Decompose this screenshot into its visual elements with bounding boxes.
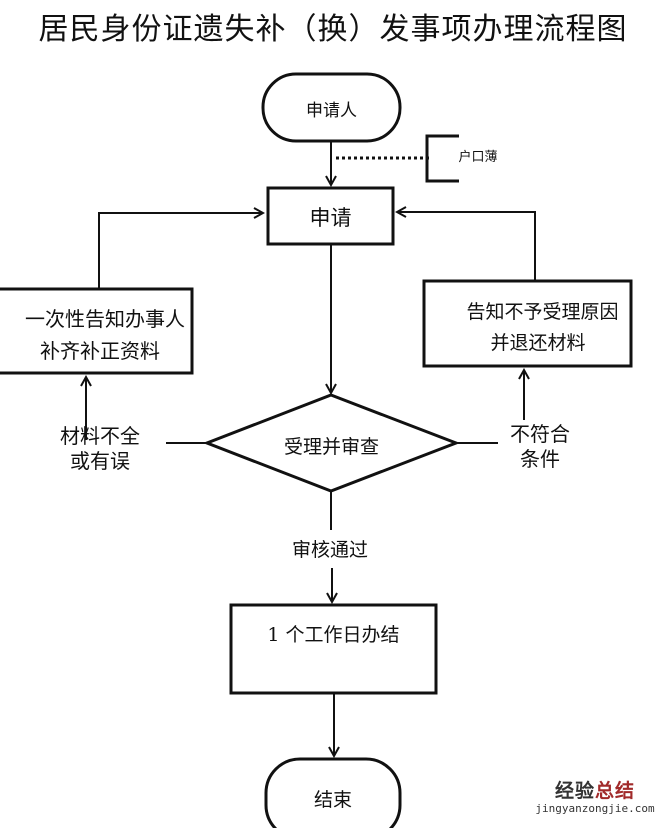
review-label: 受理并审查 (283, 436, 379, 458)
notify-reject-box (422, 279, 633, 368)
incomplete-label-line2: 或有误 (70, 449, 130, 473)
incomplete-label-line1: 材料不全 (60, 424, 140, 448)
notify-supplement-line1: 一次性告知办事人 (25, 307, 185, 331)
arrow-reject-to-apply (397, 212, 536, 280)
notify-reject-line1: 告知不予受理原因 (466, 301, 619, 323)
complete-box (229, 603, 438, 695)
watermark-cn-part2: 总结 (595, 780, 636, 802)
approved-label: 审核通过 (291, 539, 368, 561)
watermark-logo: 经验总结 jingyanzongjie.com (535, 780, 655, 815)
notify-reject-line2: 并退还材料 (490, 332, 586, 354)
apply-label: 申请 (309, 206, 352, 230)
end-label: 结束 (313, 789, 352, 811)
end-terminal (264, 757, 402, 828)
watermark-cn-part1: 经验 (554, 780, 595, 802)
arrow-supplement-to-apply (98, 213, 263, 288)
notify-supplement-box (0, 287, 194, 375)
complete-label: 1 个工作日办结 (267, 624, 400, 646)
document-label: 户口薄 (458, 150, 498, 165)
watermark-cn: 经验总结 (535, 780, 655, 802)
start-label: 申请人 (306, 101, 357, 121)
notify-supplement-line2: 补齐补正资料 (40, 339, 160, 363)
watermark-url: jingyanzongjie.com (535, 802, 655, 815)
not-qualified-label-line2: 条件 (520, 447, 560, 471)
document-bracket (425, 134, 459, 183)
not-qualified-label-line1: 不符合 (510, 422, 570, 446)
page-title: 居民身份证遗失补（换）发事项办理流程图 (38, 12, 628, 47)
